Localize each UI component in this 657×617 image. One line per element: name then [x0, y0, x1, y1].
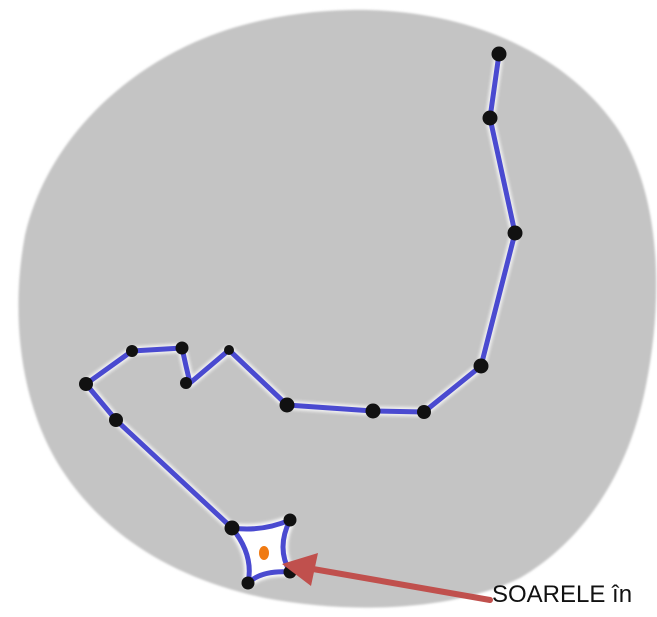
star — [284, 514, 297, 527]
sun-dot — [259, 546, 269, 560]
star — [417, 405, 431, 419]
star — [280, 398, 295, 413]
star — [180, 377, 192, 389]
star — [109, 413, 123, 427]
star — [474, 359, 489, 374]
star — [508, 226, 523, 241]
sun-caption: SOARELE în — [492, 583, 632, 607]
star — [79, 377, 93, 391]
star — [242, 577, 255, 590]
star — [492, 47, 507, 62]
sky-disc — [18, 10, 656, 608]
star — [176, 342, 189, 355]
star — [225, 521, 240, 536]
star — [126, 345, 138, 357]
star — [366, 404, 381, 419]
star — [224, 345, 234, 355]
star — [483, 111, 498, 126]
